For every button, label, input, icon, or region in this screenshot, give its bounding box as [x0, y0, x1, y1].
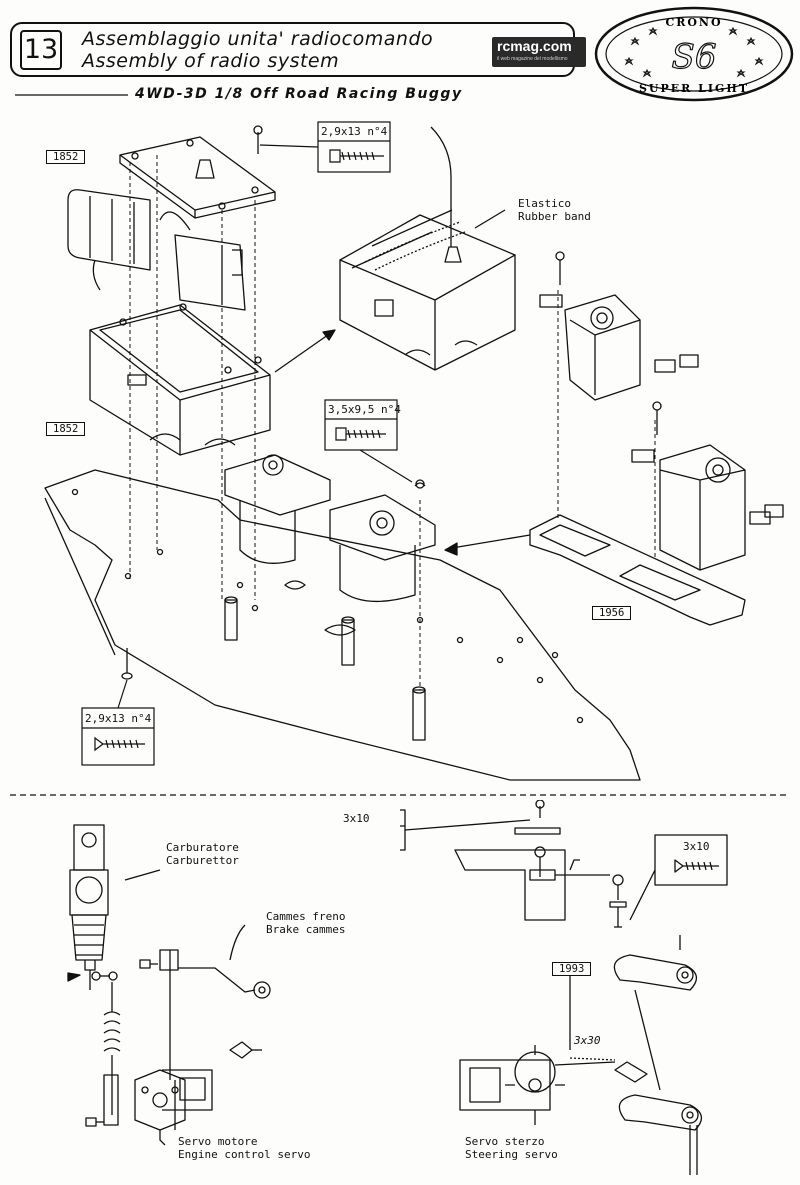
title-english: Assembly of radio system: [82, 50, 340, 72]
page-number: 13: [20, 30, 62, 70]
rubber-band-label-en: Rubber band: [518, 210, 591, 223]
assembled-box-top: [339, 214, 516, 301]
engine-servo-linkage-drawing: [67, 824, 271, 1146]
screw-box-3x10-b: [654, 834, 728, 886]
screw-label-3x10-b: 3x10: [683, 840, 710, 853]
receiver: [174, 234, 246, 311]
logo-bottom-text: SUPER LIGHT: [639, 82, 749, 95]
antenna-wire: [430, 126, 452, 247]
steering-servo-label-en: Steering servo: [465, 1148, 558, 1161]
chassis-servo-right: [329, 494, 436, 561]
carburettor-label-it: Carburatore: [166, 841, 239, 854]
chassis-plate: [44, 469, 641, 781]
battery-pack: [67, 189, 151, 271]
steering-servo-label-it: Servo sterzo: [465, 1135, 545, 1148]
part-number-lid: 1852: [46, 150, 86, 164]
steering-servo-body: [459, 1059, 551, 1111]
section-divider: [10, 794, 790, 796]
part-number-box: 1852: [46, 422, 86, 436]
engine-servo-horn: [134, 1069, 186, 1131]
brake-cam-label-en: Brake cammes: [266, 923, 346, 936]
steering-servo-linkage-drawing: [400, 800, 728, 1175]
antenna-grommet: [195, 159, 215, 179]
title-italian: Assemblaggio unita' radiocomando: [82, 28, 434, 50]
part-number-plate: 1956: [592, 606, 632, 620]
brand-logo: [492, 37, 586, 67]
servo-plate: [529, 514, 746, 626]
screw-label-3x10-a: 3x10: [343, 812, 370, 825]
screw-box-3x10-a: [400, 809, 406, 851]
logo-center-text: S6: [672, 37, 717, 77]
engine-servo-label-it: Servo motore: [178, 1135, 258, 1148]
screw-label-base: 2,9x13 n°4: [85, 712, 152, 725]
rubber-band-label-it: Elastico: [518, 197, 571, 210]
logo-top-text: CRONO: [665, 16, 722, 29]
right-servo-lower: [659, 444, 746, 571]
right-servo-upper: [564, 294, 641, 401]
carburettor-label-en: Carburettor: [166, 854, 239, 867]
subtitle: 4WD-3D 1/8 Off Road Racing Buggy: [135, 86, 463, 102]
chassis-edge: [44, 497, 116, 656]
radio-box-assembly-drawing: [44, 121, 784, 781]
bellcrank-top: [613, 954, 697, 991]
engine-servo-label-en: Engine control servo: [178, 1148, 311, 1161]
bellcrank-bottom: [618, 1094, 702, 1131]
header-decorations: [15, 94, 128, 96]
box-top-rim: [89, 304, 271, 401]
brand-tagline: il web magazine del modellismo: [497, 56, 568, 62]
crono-logo: CRONO S6 SUPER LIGHT: [594, 6, 794, 102]
part-number-1993: 1993: [552, 962, 592, 976]
rod-label-3x30: 3x30: [574, 1034, 601, 1047]
screw-label-servo: 3,5x9,5 n°4: [328, 403, 401, 416]
steering-servo-horn: [514, 1051, 556, 1093]
brake-cam-label-it: Cammes freno: [266, 910, 346, 923]
screw-label-lid: 2,9x13 n°4: [321, 125, 388, 138]
brand-site: rcmag.com: [497, 38, 572, 54]
